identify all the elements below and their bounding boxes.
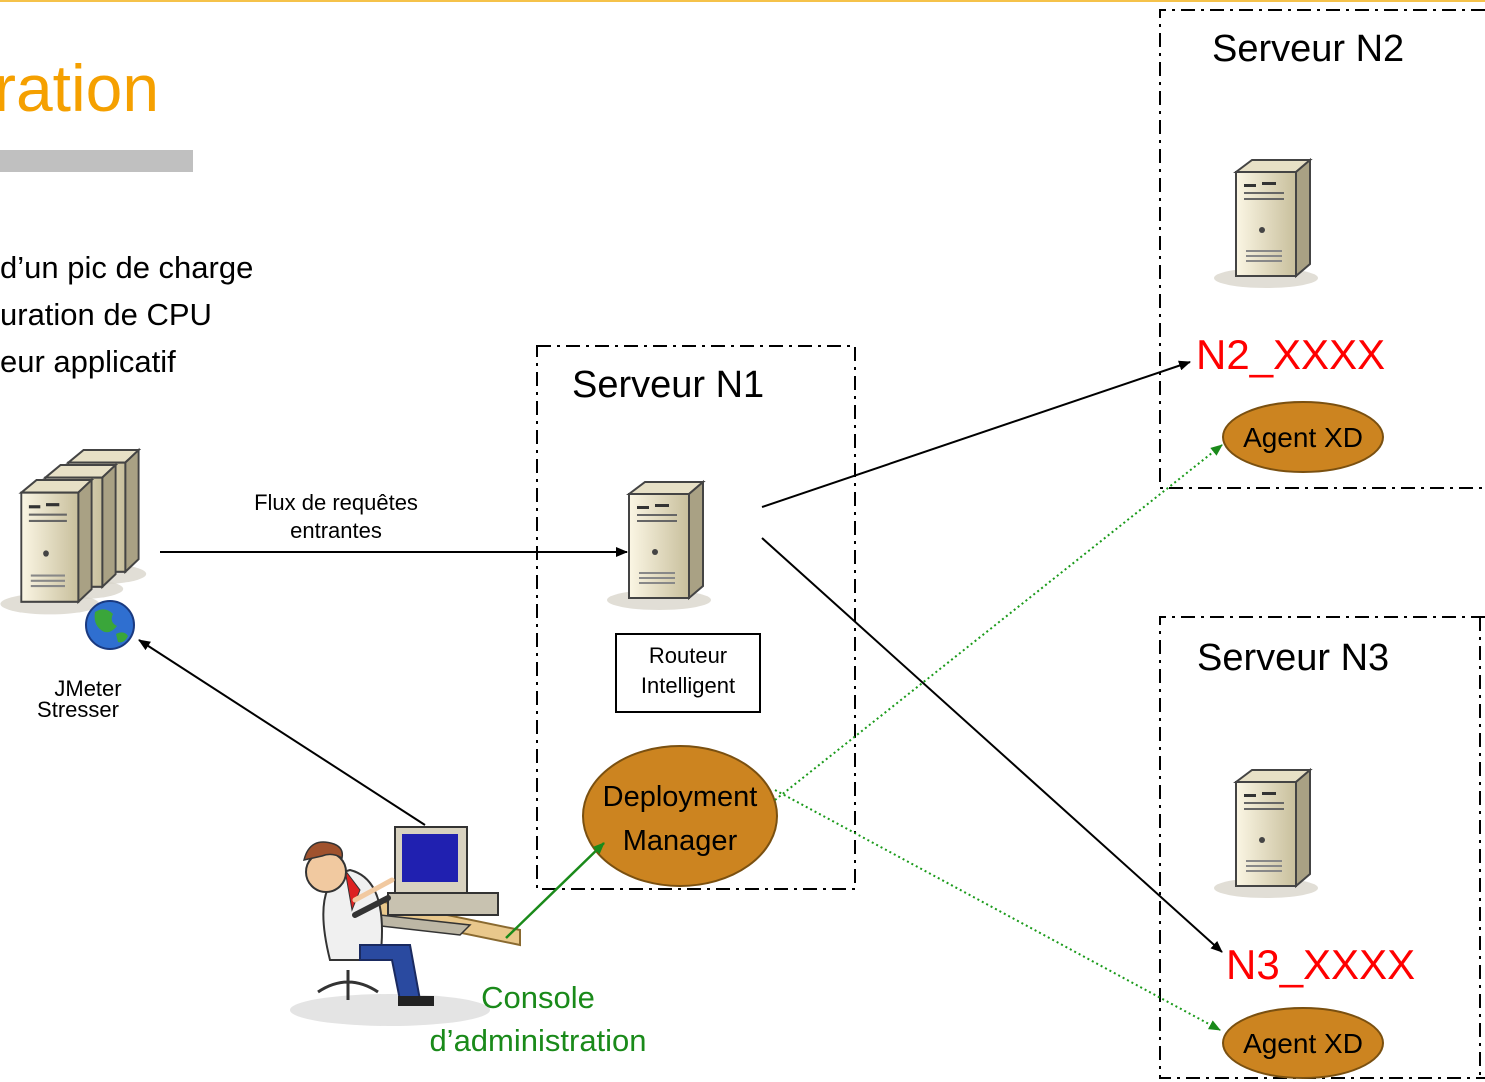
bullet-line-3: eur applicatif <box>0 344 176 379</box>
server-stack-globe-icon <box>0 448 148 650</box>
node-n3-name: N3_XXXX <box>1226 941 1416 988</box>
server-n1-box <box>536 345 856 890</box>
arrow-console-to-dm <box>505 842 605 939</box>
server-n2-box <box>1159 9 1485 489</box>
admin-user-computer-icon <box>290 826 521 1026</box>
server-n3-icon <box>1213 769 1319 899</box>
server-n3-label: Serveur N3 <box>1197 637 1390 679</box>
flux-label-1: Flux de requêtes <box>254 490 418 515</box>
slide-title: ration <box>0 51 160 125</box>
routeur-intelligent-box: Routeur Intelligent <box>615 633 761 713</box>
title-underline-bar <box>0 150 193 172</box>
deployment-manager-label-2: Manager <box>622 825 738 857</box>
server-n1-icon <box>606 481 712 611</box>
jmeter-label-2: Stresser <box>37 697 119 722</box>
server-n1-label: Serveur N1 <box>572 364 765 406</box>
jmeter-label-1: JMeter <box>54 676 122 701</box>
dotted-arrow-dm-to-agent-n2 <box>774 444 1223 801</box>
agent-n2-label: Agent XD <box>1243 422 1363 453</box>
server-n2-icon <box>1213 159 1319 289</box>
flux-label-2: entrantes <box>290 518 382 543</box>
agent-n3-oval <box>1222 1007 1384 1079</box>
server-n2-label: Serveur N2 <box>1212 28 1405 70</box>
deployment-manager-label-1: Deployment <box>602 781 758 813</box>
bullet-line-1: d’un pic de charge <box>0 250 254 285</box>
console-label-1: Console <box>481 980 595 1015</box>
agent-n3-label: Agent XD <box>1243 1028 1363 1059</box>
routeur-label-2: Intelligent <box>640 673 736 698</box>
dotted-arrow-dm-to-agent-n3 <box>774 789 1221 1031</box>
arrow-console-to-jmeter <box>138 639 426 826</box>
node-n2-name: N2_XXXX <box>1196 331 1386 378</box>
bullet-line-2: uration de CPU <box>0 297 212 332</box>
agent-n2-oval <box>1222 401 1384 473</box>
deployment-manager-oval <box>582 745 778 887</box>
arrow-n1-to-n3 <box>761 537 1223 953</box>
arrow-n1-to-n2 <box>761 360 1191 508</box>
routeur-label-1: Routeur <box>648 643 728 668</box>
console-label-2: d’administration <box>429 1023 647 1058</box>
